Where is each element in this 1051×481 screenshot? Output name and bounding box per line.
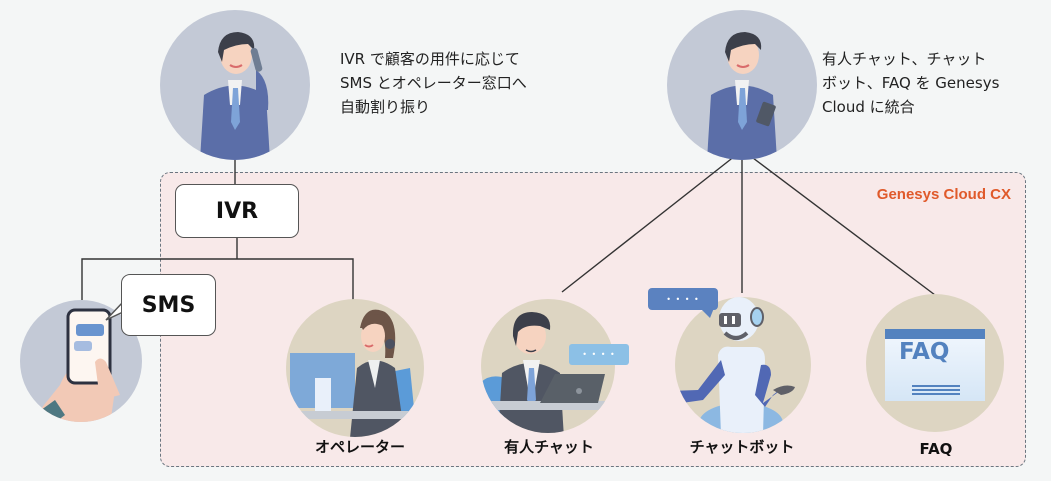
robot-icon: [675, 297, 811, 433]
channel-label-faq: FAQ: [919, 440, 953, 458]
channel-label-operator: オペレーター: [314, 438, 405, 456]
sms-bubble-tail: [105, 301, 124, 321]
man-with-smartphone-icon: [667, 10, 817, 160]
channel-label-chatbot: チャットボット: [689, 438, 795, 456]
bubble-dots: • • • •: [582, 350, 616, 359]
ivr-label: IVR: [215, 198, 259, 224]
chatbot-bubble: • • • •: [648, 288, 718, 310]
ivr-box: IVR: [175, 184, 299, 238]
left-user-description: IVR で顧客の用件に応じて SMS とオペレーター窓口へ 自動割り振り: [340, 50, 527, 116]
chatbot-bubble-tail: [700, 308, 714, 318]
channel-label-live-chat: 有人チャット: [504, 438, 594, 456]
man-on-phone-icon: [160, 10, 310, 160]
faq-icon-text: FAQ: [899, 339, 950, 365]
hand-holding-phone-icon: [20, 300, 142, 422]
bubble-dots: • • • •: [666, 294, 700, 304]
line-to-faq: [744, 151, 936, 296]
faq-window-icon: [866, 294, 1004, 432]
region-title: Genesys Cloud CX: [876, 186, 1011, 203]
agent-with-laptop-icon: [481, 299, 615, 433]
right-user-description: 有人チャット、チャット ボット、FAQ を Genesys Cloud に統合: [822, 50, 1000, 116]
sms-label: SMS: [141, 292, 196, 318]
operator-with-headset-icon: [286, 299, 424, 437]
sms-bubble: SMS: [121, 274, 216, 336]
line-ivr-branch: [81, 258, 354, 300]
line-to-live-chat: [561, 151, 741, 293]
live-chat-bubble: • • • •: [569, 344, 629, 365]
